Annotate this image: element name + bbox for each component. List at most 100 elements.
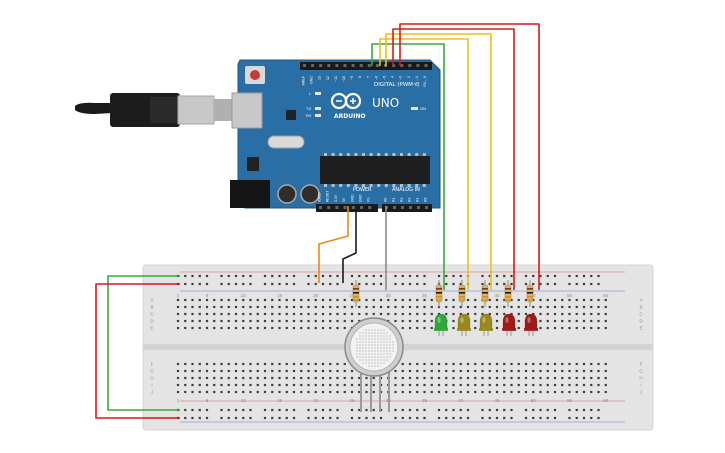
digital-pin[interactable] [424,64,428,67]
digital-pin[interactable] [311,64,315,67]
row-letter: J [151,390,153,395]
wire-red-led-2[interactable] [399,23,540,290]
power-pin[interactable] [368,206,372,209]
power-pin-label: GND [359,194,363,202]
led[interactable] [457,313,471,336]
led[interactable] [524,313,538,336]
digital-pin-label: 8 [358,76,362,78]
digital-pin[interactable] [303,64,306,67]
digital-pin[interactable] [351,64,355,67]
crystal-oscillator [267,135,305,149]
column-number: 10 [241,398,247,403]
digital-pin[interactable] [416,64,420,67]
arduino-logo [330,92,362,110]
row-letter: D [150,319,154,324]
digital-header[interactable] [300,62,432,70]
wire-orange-5v[interactable] [318,206,349,283]
column-number: 35 [422,398,428,403]
digital-pin[interactable] [335,64,339,67]
gas-sensor[interactable] [344,317,404,377]
wire-red-rail[interactable] [95,283,180,419]
column-number: 10 [241,293,247,298]
resistor[interactable] [352,280,360,307]
power-pin[interactable] [335,206,339,209]
power-pin[interactable] [319,206,322,209]
resistor[interactable] [458,280,466,307]
l-led [315,92,321,95]
analog-pin[interactable] [393,206,396,209]
wire-black-gnd[interactable] [342,206,357,283]
column-number: 15 [277,293,283,298]
row-letter: F [151,362,154,367]
digital-pin[interactable] [327,64,331,67]
wire-yellow-led-2[interactable] [385,33,492,290]
column-number: 55 [567,293,573,298]
power-pin[interactable] [360,206,363,209]
column-number: 20 [313,398,319,403]
row-letter: D [639,319,643,324]
power-pin[interactable] [351,206,355,209]
led[interactable] [434,313,448,336]
analog-pin[interactable] [425,206,428,209]
analog-pin[interactable] [401,206,404,209]
digital-pin[interactable] [400,64,404,67]
digital-pin-label: ~9 [350,76,354,80]
digital-pin[interactable] [343,64,347,67]
digital-pin-label: 7 [366,76,370,78]
power-pin-label: GND [350,194,354,202]
analog-pin[interactable] [409,206,412,209]
atmega-chip-legs [324,153,426,187]
resistor[interactable] [504,280,512,307]
column-number: 25 [349,398,355,403]
row-letter: H [639,376,642,381]
power-header-label: POWER [353,187,372,193]
reset-button-cap[interactable] [250,70,260,80]
wire-yellow-led-1[interactable] [379,38,469,290]
analog-header[interactable] [382,204,432,212]
digital-pin-label: 2 [407,76,411,78]
capacitor [277,184,297,204]
row-letter: B [639,305,642,310]
digital-pin[interactable] [367,64,371,67]
power-pin[interactable] [327,206,331,209]
digital-pin[interactable] [319,64,323,67]
column-number: 50 [531,398,537,403]
power-jack[interactable] [230,180,270,208]
led[interactable] [502,313,516,336]
digital-pin[interactable] [408,64,412,67]
digital-pin-label: ~10 [342,76,346,82]
usb-port[interactable] [231,92,263,129]
column-number: 35 [422,293,428,298]
column-number: 60 [603,293,609,298]
wire-green-led[interactable] [371,43,445,290]
digital-pin-label: GND [310,76,314,84]
digital-pin[interactable] [375,64,379,67]
power-pin-label: IOREF [318,192,322,202]
power-pin[interactable] [343,206,347,209]
row-letter: G [150,369,154,374]
analog-pin[interactable] [417,206,420,209]
voltage-regulator [247,157,259,171]
row-letter: J [640,390,642,395]
digital-pin[interactable] [359,64,363,67]
power-header[interactable] [316,204,378,212]
rx-led-label: RX [306,113,312,118]
wire-red-led-1[interactable] [392,28,515,290]
power-pin-label: 3.3V [334,194,338,202]
analog-pin-label: A0 [384,198,388,202]
resistor[interactable] [435,280,443,307]
l-led-label: L [309,91,312,96]
resistor[interactable] [481,280,489,307]
resistor[interactable] [526,280,534,307]
led[interactable] [479,313,493,336]
row-letter: C [150,312,154,317]
analog-pin-label: A2 [400,198,404,202]
tx-led [315,107,321,110]
wire-green-rail[interactable] [107,275,180,411]
row-letter: B [150,305,153,310]
digital-pin-label: RX←0 [423,76,427,87]
power-pin-label: RESET [326,191,330,202]
